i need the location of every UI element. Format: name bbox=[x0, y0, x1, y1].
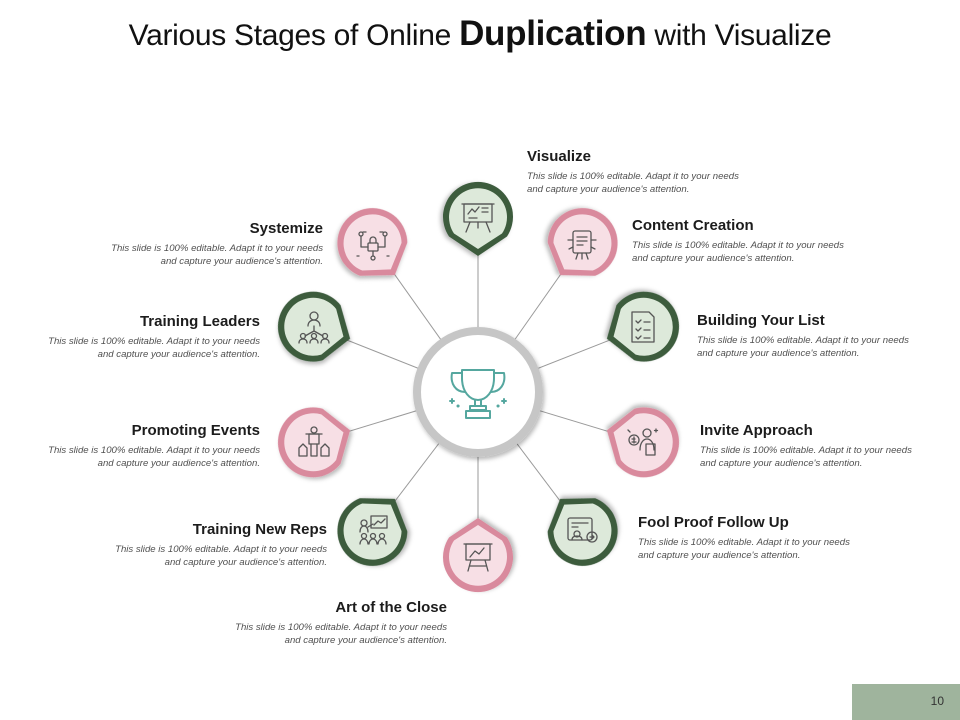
stage-title: Training Leaders bbox=[139, 313, 260, 330]
invite-person-icon bbox=[627, 428, 659, 456]
stage-pin bbox=[337, 208, 408, 276]
stage-pin bbox=[337, 498, 408, 566]
training-group-icon bbox=[359, 515, 388, 545]
stage-pin bbox=[547, 498, 618, 566]
podium-icon bbox=[298, 426, 330, 457]
stage-description: This slide is 100% editable. Adapt it to… bbox=[48, 336, 260, 360]
stage-description: This slide is 100% editable. Adapt it to… bbox=[48, 445, 260, 469]
content-creation-icon bbox=[567, 230, 597, 260]
stage-description: This slide is 100% editable. Adapt it to… bbox=[700, 445, 912, 469]
stage-title: Invite Approach bbox=[700, 422, 813, 439]
stage-description: This slide is 100% editable. Adapt it to… bbox=[638, 537, 850, 561]
stage-pin bbox=[277, 291, 351, 362]
leader-network-icon bbox=[298, 311, 330, 344]
presentation-board-icon bbox=[461, 203, 495, 233]
center-hub bbox=[413, 327, 543, 457]
stage-description: This slide is 100% editable. Adapt it to… bbox=[235, 622, 447, 646]
stage-title: Content Creation bbox=[632, 217, 754, 234]
page-title: Various Stages of Online Duplication wit… bbox=[0, 14, 960, 54]
stage-description: This slide is 100% editable. Adapt it to… bbox=[697, 335, 909, 359]
stage-pin bbox=[277, 407, 351, 478]
stage-description: This slide is 100% editable. Adapt it to… bbox=[115, 544, 327, 568]
stage-title: Visualize bbox=[527, 148, 591, 165]
stage-pin bbox=[547, 208, 618, 276]
stage-title: Promoting Events bbox=[131, 422, 260, 439]
title-suffix: with Visualize bbox=[646, 19, 832, 52]
stage-title: Fool Proof Follow Up bbox=[638, 514, 789, 531]
page-number-box: 10 bbox=[852, 684, 960, 720]
stage-text: Fool Proof Follow Up This slide is 100% e… bbox=[638, 514, 863, 562]
stage-title: Art of the Close bbox=[335, 599, 447, 616]
stage-description: This slide is 100% editable. Adapt it to… bbox=[111, 243, 323, 267]
stage-description: This slide is 100% editable. Adapt it to… bbox=[632, 240, 844, 264]
lock-network-icon bbox=[356, 231, 390, 261]
page-number: 10 bbox=[930, 694, 944, 708]
stage-pin bbox=[606, 291, 680, 362]
stage-title: Systemize bbox=[249, 220, 323, 237]
stage-pin bbox=[443, 181, 513, 256]
title-prefix: Various Stages of Online bbox=[128, 19, 460, 52]
stage-pin bbox=[606, 407, 680, 478]
easel-chart-icon bbox=[463, 543, 493, 572]
checklist-icon bbox=[631, 311, 655, 343]
stage-description: This slide is 100% editable. Adapt it to… bbox=[527, 171, 739, 195]
stage-pins bbox=[277, 181, 680, 593]
trophy-icon bbox=[449, 369, 507, 419]
follow-up-icon bbox=[567, 517, 598, 543]
stage-pin bbox=[443, 518, 513, 593]
stage-title: Building Your List bbox=[697, 312, 825, 329]
stage-title: Training New Reps bbox=[192, 521, 327, 538]
title-bold: Duplication bbox=[459, 14, 647, 53]
